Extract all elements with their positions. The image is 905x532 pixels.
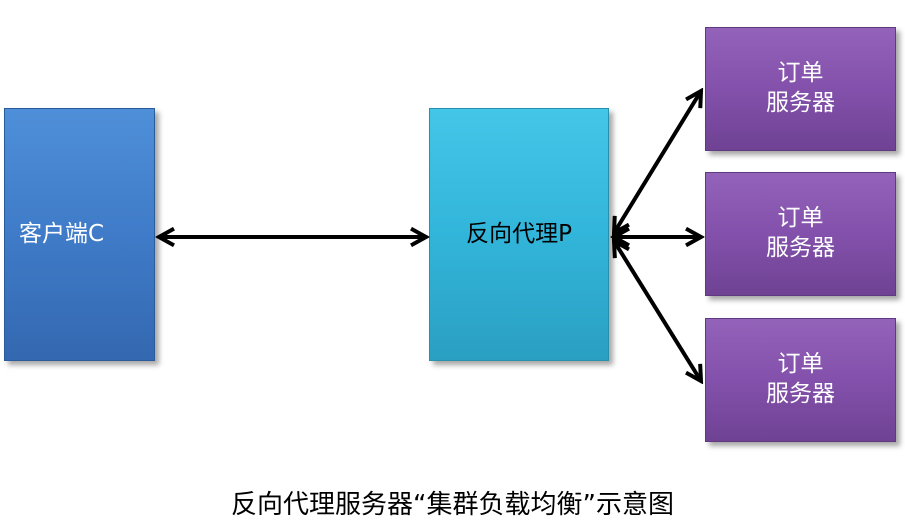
client-node: 客户端C [4,108,155,361]
client-label: 客户端C [19,220,105,247]
proxy-server1-arrow [614,91,701,233]
diagram-caption: 反向代理服务器“集群负载均衡”示意图 [231,490,674,520]
reverse-proxy-node: 反向代理P [429,108,609,361]
server-label-line2: 服务器 [766,381,835,407]
proxy-label: 反向代理P [466,220,572,247]
order-server-node-2: 订单 服务器 [705,172,896,296]
order-server-node-3: 订单 服务器 [705,318,896,442]
server-label-line2: 服务器 [766,90,835,116]
server-label-line2: 服务器 [766,235,835,261]
server-label-line1: 订单 [777,351,824,378]
order-server-node-1: 订单 服务器 [705,27,896,151]
proxy-server3-arrow [614,241,701,381]
server-label-line1: 订单 [777,60,824,87]
server-label-line1: 订单 [777,205,824,232]
